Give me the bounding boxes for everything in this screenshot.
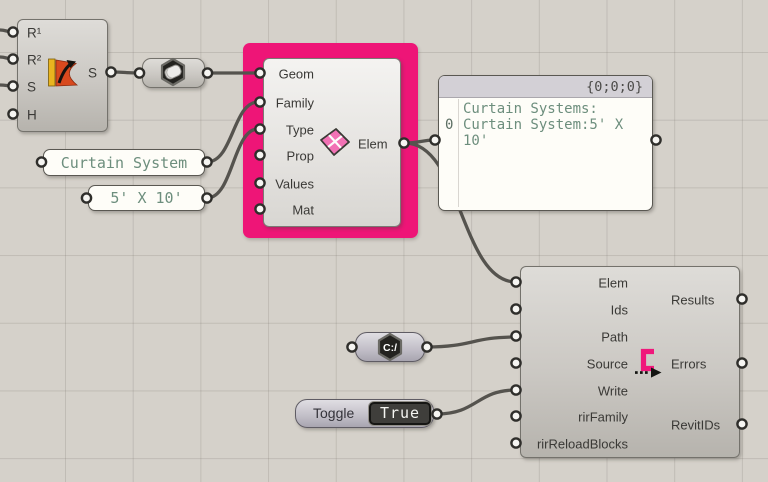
toggle-value-box[interactable]: True [369,401,431,425]
family-text-panel[interactable]: Curtain System [43,149,205,176]
file-path-component[interactable] [355,332,425,362]
acs-input-label-geom: Geom [278,66,314,82]
output-panel-input-grip[interactable] [429,134,441,146]
acs-input-label-type: Type [285,122,314,138]
revit-output-label-results: Results [671,292,715,308]
acs-input-label-prop: Prop [286,148,314,164]
acs-input-grip-values[interactable] [254,177,266,189]
toggle-output-grip[interactable] [431,408,443,420]
revit-input-label-path: Path [601,329,628,345]
wire-type-panel-to-type[interactable] [205,127,260,200]
family-panel-input-grip[interactable] [35,156,48,168]
acs-output-grip-elem[interactable] [398,137,410,149]
sweep2-component[interactable]: R¹ R² S H S [17,19,108,132]
add-curtain-system-component[interactable]: Geom Family Type Prop Values Mat Elem [263,58,401,227]
acs-input-grip-prop[interactable] [254,149,266,161]
type-panel-output-grip[interactable] [201,192,213,204]
family-panel-text: Curtain System [60,153,188,172]
revit-input-grip-source[interactable] [510,357,522,369]
revit-input-grip-write[interactable] [510,384,522,396]
wire-elem-to-revit-elem[interactable] [403,141,518,284]
family-panel-output-grip[interactable] [201,156,213,168]
revit-input-label-write: Write [597,383,628,399]
sweep-input-grip-s[interactable] [7,80,19,92]
file-path-output-grip[interactable] [421,341,433,353]
revit-output-label-errors: Errors [671,356,707,372]
acs-input-grip-mat[interactable] [254,203,266,215]
acs-input-label-family: Family [275,95,314,111]
type-panel-input-grip[interactable] [80,192,93,204]
geometry-param-component[interactable] [142,58,205,88]
acs-input-label-values: Values [275,176,314,192]
revit-output-grip-revitids[interactable] [736,418,748,430]
sweep-input-label-r1: R¹ [27,25,42,41]
type-text-panel[interactable]: 5' X 10' [88,185,205,211]
toggle-label: Toggle [313,405,355,421]
geometry-input-grip[interactable] [133,67,146,79]
revit-input-grip-elem[interactable] [510,276,522,288]
sweep-input-grip-r2[interactable] [7,53,19,65]
wire-family-panel-to-family[interactable] [205,100,260,164]
revit-output-grip-results[interactable] [736,293,748,305]
sweep-input-label-h: H [27,107,37,123]
geometry-output-grip[interactable] [201,67,214,79]
sweep-output-grip-s[interactable] [105,66,117,78]
acs-input-grip-type[interactable] [254,123,266,135]
output-panel-output-grip[interactable] [650,134,662,146]
sweep-input-grip-h[interactable] [7,108,19,120]
sweep-output-label-s: S [88,65,98,81]
revit-export-component[interactable]: Elem Ids Path Source Write rirFamily rir… [520,266,740,458]
panel-index-divider [458,99,459,207]
acs-output-label-elem: Elem [358,136,388,152]
revit-input-label-elem: Elem [598,275,628,291]
type-panel-text: 5' X 10' [110,189,183,207]
wire-toggle-to-revit-write[interactable] [435,388,518,416]
acs-input-label-mat: Mat [292,202,314,218]
revit-output-label-revitids: RevitIDs [671,417,721,433]
revit-input-grip-rirfamily[interactable] [510,410,522,422]
panel-line-1: Curtain Systems: [463,101,598,117]
revit-input-grip-rirreloadblocks[interactable] [510,437,522,449]
sweep-input-label-s: S [27,79,37,95]
revit-input-label-rirreloadblocks: rirReloadBlocks [536,436,628,452]
revit-input-label-source: Source [586,356,628,372]
boolean-toggle-component[interactable]: Toggle True [295,399,434,428]
revit-input-grip-path[interactable] [510,330,522,342]
wire-path-to-revit-path[interactable] [425,335,518,349]
revit-input-label-rirfamily: rirFamily [578,409,628,425]
revit-input-label-ids: Ids [610,302,628,318]
revit-output-grip-errors[interactable] [736,357,748,369]
sweep-input-grip-r1[interactable] [7,26,19,38]
revit-input-grip-ids[interactable] [510,303,522,315]
acs-input-grip-geom[interactable] [254,67,266,79]
panel-line-3: 10' [463,133,489,149]
output-data-panel[interactable]: {0;0;0} 0 Curtain Systems: Curtain Syste… [438,75,653,211]
panel-tree-path: {0;0;0} [439,76,652,98]
file-path-input-grip[interactable] [346,341,358,353]
acs-input-grip-family[interactable] [254,96,266,108]
sweep-input-label-r2: R² [27,52,42,68]
panel-row-index: 0 [445,117,454,133]
panel-line-2: Curtain System:5' X [463,117,624,133]
